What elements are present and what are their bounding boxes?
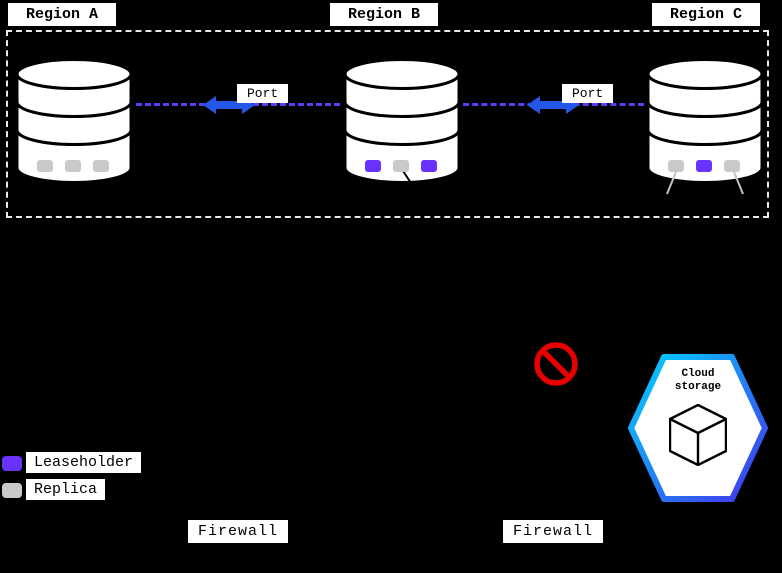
database-icon-region-c [646,58,764,184]
replica-indicator [668,160,684,172]
port-label-2: Port [562,84,614,103]
region-b-label: Region B [330,3,439,26]
cloud-storage-label: Cloud storage [648,368,748,394]
replica-indicator [37,160,53,172]
cloud-storage-label-line2: storage [674,381,722,393]
replica-indicators-region-c [668,160,740,172]
leaseholder-indicator [696,160,712,172]
replica-indicators-region-b [365,160,437,172]
replica-indicator [65,160,81,172]
replica-indicator [93,160,109,172]
cube-icon [669,404,727,466]
leaseholder-indicator [365,160,381,172]
leaseholder-swatch [2,456,22,471]
cluster-boundary-box [6,30,769,218]
region-a-label: Region A [8,3,117,26]
port-label-1: Port [237,84,289,103]
replica-indicator [393,160,409,172]
region-c-label: Region C [652,3,761,26]
firewall-label-1: Firewall [188,520,289,543]
replica-indicator [724,160,740,172]
legend-leaseholder-label: Leaseholder [26,452,142,473]
cloud-storage-label-line1: Cloud [681,368,715,380]
leaseholder-indicator [421,160,437,172]
cloud-storage-hexagon-icon [628,354,768,502]
firewall-label-2: Firewall [503,520,604,543]
legend-replica-label: Replica [26,479,106,500]
database-icon-region-a [15,58,133,184]
replica-indicators-region-a [37,160,109,172]
replica-swatch [2,483,22,498]
database-icon-region-b [343,58,461,184]
no-entry-icon [534,342,578,386]
